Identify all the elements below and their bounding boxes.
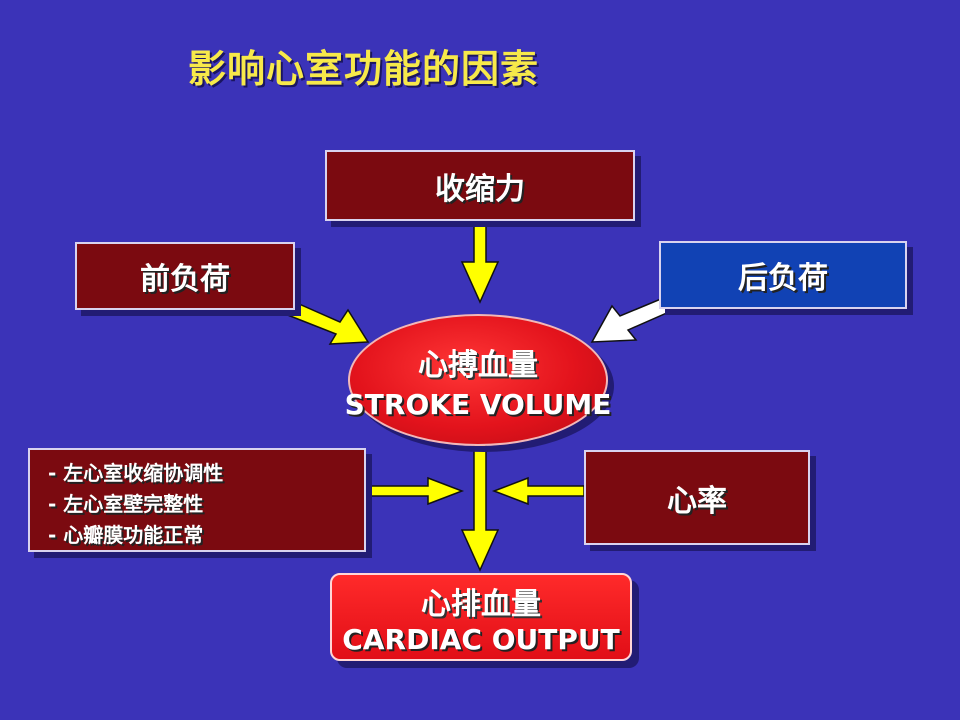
cardiac-output-box: 心排血量 CARDIAC OUTPUT [330,573,632,661]
factor-item: - 心瓣膜功能正常 [48,523,204,547]
cardiac-output-label-zh: 心排血量 [421,586,541,622]
arrow-factors [369,476,465,506]
page-title: 影响心室功能的因素 [188,47,540,91]
arrow-preload [278,299,370,345]
stroke-volume-label-en: STROKE VOLUME [344,387,612,421]
cardiac-output-label-en: CARDIAC OUTPUT [342,622,620,656]
afterload-box: 后负荷 [659,241,907,309]
arrow-heart-rate [491,476,585,506]
arrow-contractility [460,219,500,304]
heart-rate-box: 心率 [584,450,810,545]
preload-box: 前负荷 [75,242,295,310]
arrow-to-output [460,443,500,572]
factor-item: - 左心室收缩协调性 [48,461,224,485]
stroke-volume-ellipse: 心搏血量 STROKE VOLUME [345,314,611,446]
arrow-afterload [590,295,680,343]
ventricular-factors-box: - 左心室收缩协调性 - 左心室壁完整性 - 心瓣膜功能正常 [28,448,366,552]
stroke-volume-label-zh: 心搏血量 [418,347,538,383]
factor-item: - 左心室壁完整性 [48,492,204,516]
contractility-box: 收缩力 [325,150,635,221]
